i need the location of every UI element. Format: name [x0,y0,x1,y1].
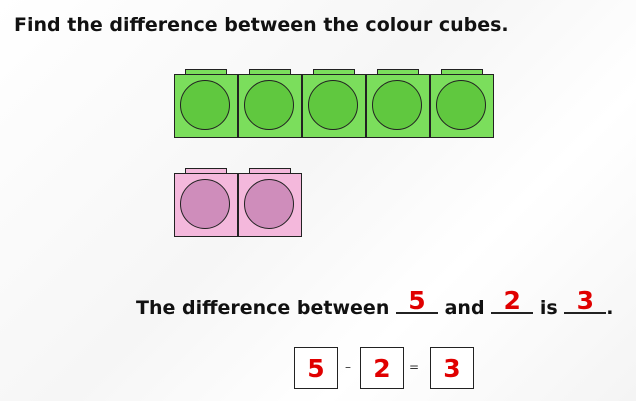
cube-circle [244,80,294,130]
cube-tab [249,168,291,173]
cube-circle [308,80,358,130]
cube-tab [185,168,227,173]
green-cube [302,69,366,138]
cube-circle [180,179,230,229]
sentence-part3: is [539,297,558,319]
sentence-end: . [606,297,614,319]
cube-tab [185,69,227,74]
cube-tab [249,69,291,74]
sentence-part2: and [444,297,485,319]
cube-circle [244,179,294,229]
cube-tab [441,69,483,74]
green-cube [174,69,238,138]
cube-tab [313,69,355,74]
answer-blank-b[interactable]: 2 [491,286,534,315]
pink-cube [238,168,302,237]
cube-circle [180,80,230,130]
equation-box-difference[interactable]: 3 [430,347,474,389]
answer-b-value: 2 [503,286,521,315]
equation-box-subtrahend[interactable]: 2 [360,347,404,389]
difference-sentence: The difference between 5 and 2 is 3. [136,286,614,319]
answer-blank-a[interactable]: 5 [395,286,438,315]
green-cube [366,69,430,138]
green-cube [238,69,302,138]
cube-circle [436,80,486,130]
cube-tab [377,69,419,74]
answer-a-value: 5 [408,286,426,315]
minus-sign: – [345,360,351,374]
question-title: Find the difference between the colour c… [14,14,509,36]
cube-circle [372,80,422,130]
sentence-part1: The difference between [136,297,390,319]
equals-sign: = [408,360,420,374]
pink-cube [174,168,238,237]
answer-c-value: 3 [576,286,594,315]
green-cube [430,69,494,138]
equation-box-minuend[interactable]: 5 [294,347,338,389]
answer-blank-c[interactable]: 3 [564,286,607,315]
